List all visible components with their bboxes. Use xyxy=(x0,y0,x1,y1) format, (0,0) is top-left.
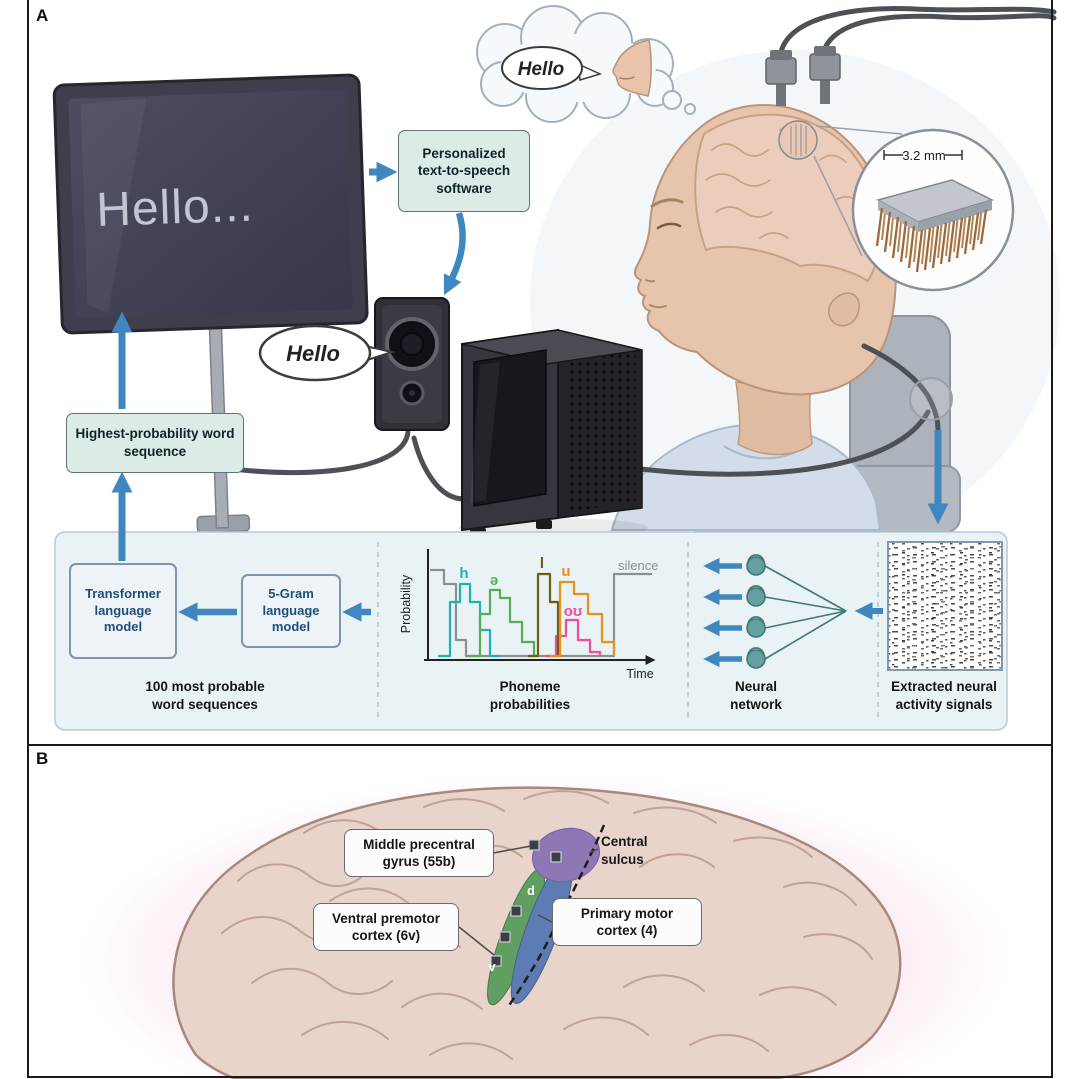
monitor: Hello... xyxy=(52,73,369,534)
screen-glare xyxy=(80,98,147,314)
panel-b-label: B xyxy=(36,749,49,768)
speaker-speech-bubble: Hello xyxy=(258,324,396,382)
flow-arrows xyxy=(111,161,949,622)
implant-site-circle xyxy=(778,120,818,160)
phoneme-curve-u xyxy=(550,580,616,658)
silence-curve xyxy=(430,568,652,658)
caption-extracted-signals: Extracted neural activity signals xyxy=(891,679,997,712)
y-axis-label: Probability xyxy=(399,574,413,633)
thought-bubble: Hello xyxy=(476,5,696,123)
thought-face-profile xyxy=(612,39,652,97)
panel-b-illustration: d v xyxy=(80,775,1010,1079)
figure-frame xyxy=(27,0,1053,1078)
cable-highlight-ring xyxy=(909,377,953,421)
pedestal-connectors xyxy=(765,46,841,106)
central-sulcus-line xyxy=(506,824,606,1008)
label-ventral-premotor-cortex: Ventral premotor cortex (6v) xyxy=(313,903,459,951)
patient-nose-mouth-lines xyxy=(645,279,667,309)
five-gram-language-model-box: 5-Gram language model xyxy=(241,574,341,648)
patient-ear xyxy=(828,292,860,327)
phoneme-label-u: u xyxy=(561,563,570,580)
region-55b xyxy=(531,827,601,883)
dorsal-marker: d xyxy=(527,883,535,898)
thought-trail-dot-large xyxy=(662,90,682,110)
x-axis-label: Time xyxy=(626,667,653,681)
monitor-screen xyxy=(68,89,353,319)
silence-label: silence xyxy=(618,558,658,573)
phoneme-curve-l xyxy=(528,572,560,658)
phoneme-curve-schwa xyxy=(468,588,536,658)
phoneme-label-h: h xyxy=(459,565,468,582)
network-nodes xyxy=(746,556,766,669)
monitor-hello-text: Hello... xyxy=(95,178,254,236)
implant-site-threads xyxy=(790,124,807,156)
head-cables xyxy=(778,6,1057,55)
panel-a-label: A xyxy=(36,6,49,25)
thought-trail-dot-small xyxy=(684,103,696,115)
electrode-needles-back xyxy=(881,203,983,265)
computer-tower xyxy=(458,328,648,538)
tts-software-box: Personalized text-to-speech software xyxy=(398,130,530,212)
speaker xyxy=(374,297,450,431)
panel-b: d v B Middle precentral gyrus (55b) Cent… xyxy=(0,745,1080,1079)
phoneme-curve-ou xyxy=(546,618,602,658)
tower-front-panel xyxy=(473,349,547,507)
phoneme-label-schwa: ə xyxy=(490,572,498,589)
label-primary-motor-cortex: Primary motor cortex (4) xyxy=(552,898,702,946)
phoneme-probability-chart: Probability Time h ə l u oʊ silence xyxy=(399,549,658,681)
electrode-array-inset: 3.2 mm xyxy=(813,125,1015,292)
patient-eye xyxy=(656,222,682,230)
measurement-bracket xyxy=(883,150,963,160)
caption-word-sequences: 100 most probable word sequences xyxy=(145,679,265,712)
label-leader-lines xyxy=(458,845,599,956)
neural-raster-plot xyxy=(887,541,1003,671)
label-central-sulcus: Central sulcus xyxy=(601,834,648,867)
label-middle-precentral-gyrus: Middle precentral gyrus (55b) xyxy=(344,829,494,877)
caption-phoneme-probabilities: Phoneme probabilities xyxy=(489,679,571,712)
implant-size-label: 3.2 mm xyxy=(902,148,945,163)
electrode-needles-front xyxy=(875,207,988,273)
phoneme-label-l: l xyxy=(540,555,544,572)
patient-eyebrow xyxy=(650,198,684,208)
ventral-marker: v xyxy=(488,959,496,974)
patient-illustration xyxy=(610,104,897,531)
network-output-arrows xyxy=(703,557,742,668)
arrow-tts-to-speaker xyxy=(443,212,466,296)
highest-probability-box: Highest-probability word sequence xyxy=(66,413,244,473)
phoneme-curve-h xyxy=(438,582,500,658)
panel-divider xyxy=(29,744,1051,746)
panel-a-illustration: 3.2 mm Hello... xyxy=(52,5,1060,731)
transformer-language-model-box: Transformer language model xyxy=(69,563,177,659)
tower-vents xyxy=(566,342,636,512)
thought-hello-text: Hello xyxy=(518,59,564,80)
electrode-array-squares xyxy=(490,839,562,967)
electrode-platform-left xyxy=(878,200,918,232)
phoneme-label-ou: oʊ xyxy=(564,603,582,620)
speaker-hello-text: Hello xyxy=(286,341,340,366)
caption-neural-network: Neural network xyxy=(730,679,782,712)
section-dividers xyxy=(377,542,879,722)
neural-network-diagram xyxy=(703,554,847,669)
electrode-platform-side xyxy=(918,200,992,232)
